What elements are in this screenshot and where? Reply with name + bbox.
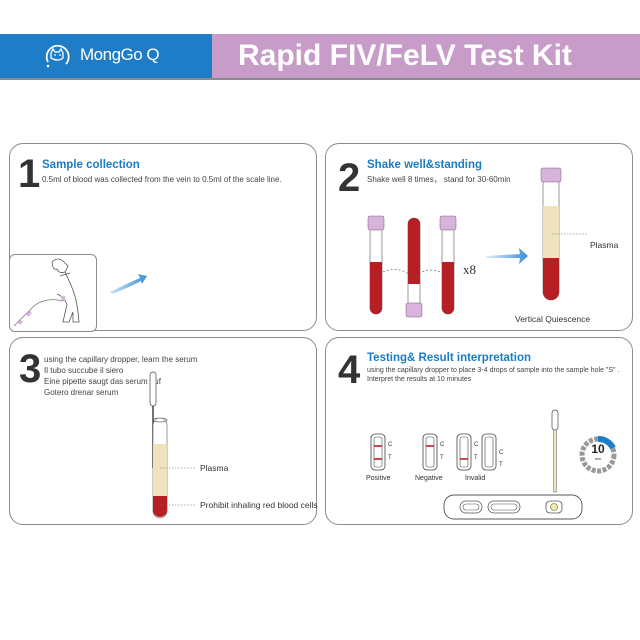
shaking-tubes-illustration xyxy=(367,167,588,318)
repeat-label: x8 xyxy=(463,262,476,277)
step-description: Shake well 8 times， stand for 30-60min xyxy=(367,175,511,184)
step-title: Testing& Result interpretation xyxy=(367,352,531,364)
step-4-panel: 4 Testing& Result interpretation using t… xyxy=(325,337,633,525)
step-1-panel: 1 Sample collection 0.5ml of blood was c… xyxy=(9,143,317,513)
step-number: 3 xyxy=(19,347,42,391)
t-label: T xyxy=(440,455,444,461)
page-title: Rapid FIV/FeLV Test Kit xyxy=(238,39,572,72)
step-title: Shake well&standing xyxy=(367,159,483,171)
c-label: C xyxy=(440,442,445,448)
arrow-icon xyxy=(110,274,147,294)
timer-unit: min xyxy=(594,456,602,461)
step-number: 4 xyxy=(338,348,361,392)
step-description: Interpret the results at 10 minutes xyxy=(367,376,472,383)
step-title: Sample collection xyxy=(42,159,140,171)
step-line: Gotero drenar serum xyxy=(44,388,119,397)
cat-logo-icon xyxy=(45,44,70,68)
vertical-quiescence-caption: Vertical Quiescence xyxy=(515,314,591,324)
step-2-panel: 2 Shake well&standing Shake well 8 times… xyxy=(325,143,633,331)
step-number: 1 xyxy=(18,152,41,196)
result-strips-illustration xyxy=(370,409,617,520)
header-banner: MongGo Q Rapid FIV/FeLV Test Kit xyxy=(0,34,640,80)
warning-label: Prohibit inhaling red blood cells xyxy=(200,500,318,510)
pipette-tube-illustration xyxy=(149,371,196,519)
step-line: Il tubo succube il siero xyxy=(44,366,124,375)
t-label: T xyxy=(388,455,392,461)
step-number: 2 xyxy=(338,156,361,200)
banner-divider xyxy=(0,78,640,80)
title-area: Rapid FIV/FeLV Test Kit xyxy=(212,34,640,78)
c-label: C xyxy=(388,442,393,448)
t-label: T xyxy=(499,462,503,468)
t-label: T xyxy=(474,455,478,461)
result-positive-label: Positive xyxy=(366,475,391,482)
step-line: Eine pipette saugt das serum auf xyxy=(44,377,161,386)
plasma-label: Plasma xyxy=(200,463,229,473)
brand-area: MongGo Q xyxy=(0,34,212,78)
dog-illustration xyxy=(13,258,80,327)
plasma-label: Plasma xyxy=(590,240,619,250)
step-line: using the capillary dropper, learn the s… xyxy=(44,355,198,364)
step-description: 0.5ml of blood was collected from the ve… xyxy=(42,175,282,184)
brand-name: MongGo Q xyxy=(80,45,160,64)
timer-icon: 10 min xyxy=(584,442,612,462)
c-label: C xyxy=(474,442,479,448)
step-description: using the capillary dropper to place 3-4… xyxy=(367,367,620,374)
result-invalid-label: Invalid xyxy=(465,475,486,482)
step-3-panel: 3 using the capillary dropper, learn the… xyxy=(9,337,318,525)
c-label: C xyxy=(499,450,504,456)
timer-value: 10 xyxy=(591,442,605,456)
result-negative-label: Negative xyxy=(415,475,443,482)
